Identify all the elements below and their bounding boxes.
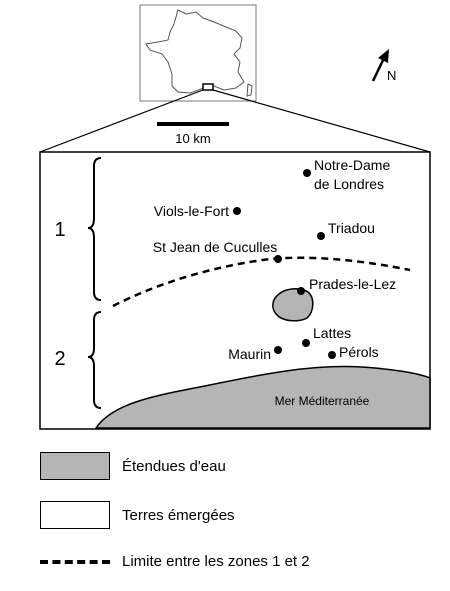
place-triadou: Triadou	[317, 220, 375, 240]
scale-label: 10 km	[175, 131, 210, 146]
zone2-label: 2	[54, 348, 65, 370]
scale-bar: 10 km	[157, 122, 229, 146]
lagoon	[272, 288, 314, 322]
place-st-jean-de-cuculles: St Jean de Cuculles	[153, 239, 282, 263]
place-prades-le-lez: Prades-le-Lez	[297, 276, 396, 295]
place-label: Lattes	[313, 325, 351, 341]
legend-land: Terres émergées	[40, 501, 235, 529]
zoom-line-left	[39, 89, 204, 153]
place-label-line2: de Londres	[314, 176, 384, 192]
zone2-brace	[87, 311, 102, 409]
france-outline	[145, 9, 245, 94]
zone1-brace	[87, 157, 102, 301]
place-label: Pérols	[339, 344, 379, 360]
legend-water: Étendues d'eau	[40, 452, 226, 480]
water-swatch	[40, 452, 110, 480]
place-viols-le-fort: Viols-le-Fort	[154, 203, 241, 219]
place-notre-dame-de-londres: Notre-Dame de Londres	[303, 157, 390, 192]
sea-label: Mer Méditerranée	[275, 394, 370, 408]
north-arrow: N	[371, 49, 396, 83]
place-label: Triadou	[328, 220, 375, 236]
zone1-label: 1	[54, 219, 65, 241]
place-label: Notre-Dame	[314, 157, 390, 173]
place-lattes: Lattes	[302, 325, 351, 347]
legend-boundary: Limite entre les zones 1 et 2	[40, 553, 310, 570]
boundary-swatch	[40, 559, 110, 564]
north-label: N	[387, 68, 396, 83]
study-area-marker	[202, 83, 214, 91]
corsica-outline	[246, 83, 253, 97]
legend-water-label: Étendues d'eau	[122, 457, 226, 475]
sea-area	[94, 365, 431, 429]
place-label: Viols-le-Fort	[154, 203, 229, 219]
place-label: Maurin	[228, 346, 271, 362]
place-label: Prades-le-Lez	[309, 276, 396, 292]
france-inset	[139, 4, 257, 102]
zoom-line-right	[212, 89, 431, 153]
legend-boundary-label: Limite entre les zones 1 et 2	[122, 553, 310, 570]
place-label: St Jean de Cuculles	[153, 239, 278, 255]
place-maurin: Maurin	[228, 346, 282, 362]
legend-land-label: Terres émergées	[122, 506, 235, 524]
land-swatch	[40, 501, 110, 529]
place-perols: Pérols	[328, 344, 379, 360]
